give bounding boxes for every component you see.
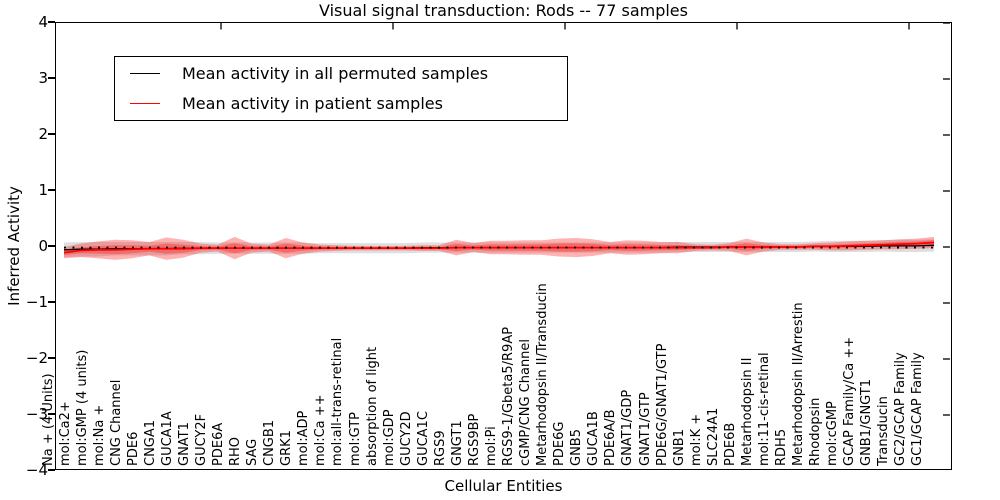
x-tick-label: Metarhodopsin II <box>739 357 755 466</box>
x-tick-label: PDE6A/B <box>603 409 619 466</box>
x-tick-label: mol:Ca2+ <box>57 401 73 466</box>
x-tick-label: GUCA1B <box>586 411 602 466</box>
x-axis-label: Cellular Entities <box>444 477 563 495</box>
x-tick-label: absorption of light <box>364 346 380 466</box>
x-tick-label: RGS9BP <box>466 413 482 466</box>
x-tick-label: GC1/GCAP Family <box>910 352 926 466</box>
x-tick-label: GNB1 <box>671 429 687 466</box>
legend: Mean activity in all permuted samples Me… <box>114 56 568 121</box>
x-tick-label: RDH5 <box>774 428 790 466</box>
legend-item-patient: Mean activity in patient samples <box>115 89 567 119</box>
x-tick-label: GUCA1A <box>159 411 175 466</box>
x-tick-label: RGS9-1/Gbeta5/R9AP <box>501 326 517 466</box>
x-tick-label: PDE6B <box>722 422 738 466</box>
x-tick-label: RGS9 <box>432 430 448 466</box>
axis-tick <box>48 357 55 359</box>
plot-area: Mean activity in all permuted samples Me… <box>55 22 952 470</box>
x-tick-label: cGMP/CNG Channel <box>518 338 534 466</box>
patient-line-swatch <box>130 103 160 104</box>
x-tick-label: Metarhodopsin II/Transducin <box>535 283 551 466</box>
x-tick-label: RHO <box>228 436 244 466</box>
y-tick-label: −3 <box>25 405 48 423</box>
x-tick-label: CNGA1 <box>142 419 158 466</box>
x-tick-label: PDE6G/GNAT1/GTP <box>654 343 670 466</box>
x-tick-label: mol:all-trans-retinal <box>330 337 346 466</box>
x-tick-label: Metarhodopsin II/Arrestin <box>791 302 807 466</box>
x-tick-label: CNG Channel <box>108 379 124 466</box>
legend-item-permuted: Mean activity in all permuted samples <box>115 59 567 89</box>
x-tick-label: PDE6G <box>552 421 568 466</box>
x-tick-label: GUCY2D <box>398 411 414 466</box>
x-tick-label: GUCY2F <box>194 413 210 466</box>
x-tick-label: Na + (4 Units) <box>40 373 56 466</box>
x-tick-label: GC2/GCAP Family <box>893 352 909 466</box>
axis-tick <box>48 469 55 471</box>
x-tick-label: mol:ADP <box>296 410 312 466</box>
x-tick-label: GNAT1/GDP <box>620 389 636 466</box>
chart-canvas <box>63 23 950 416</box>
x-tick-label: mol:GDP <box>381 409 397 466</box>
x-tick-label: GNB5 <box>569 429 585 466</box>
y-tick-label: −4 <box>25 461 48 479</box>
axis-tick <box>48 189 55 191</box>
x-tick-label: GNAT1/GTP <box>637 392 653 466</box>
chart-title: Visual signal transduction: Rods -- 77 s… <box>319 1 688 20</box>
x-tick-label: mol:K + <box>688 413 704 466</box>
y-tick-label: −2 <box>25 349 48 367</box>
y-tick-label: 0 <box>38 237 48 255</box>
x-tick-label: PDE6 <box>125 431 141 466</box>
x-tick-label: GRK1 <box>279 430 295 466</box>
y-tick-label: 3 <box>38 69 48 87</box>
x-tick-label: Transducin <box>876 396 892 466</box>
x-tick-label: mol:cGMP <box>825 401 841 466</box>
x-tick-label: CNGB1 <box>262 419 278 466</box>
x-tick-label: mol:Ca ++ <box>313 394 329 466</box>
axis-tick <box>48 133 55 135</box>
x-tick-label: PDE6A <box>211 422 227 466</box>
y-tick-label: −1 <box>25 293 48 311</box>
legend-label: Mean activity in patient samples <box>182 94 443 113</box>
x-tick-label: mol:Pi <box>484 426 500 466</box>
x-tick-label: SLC24A1 <box>705 407 721 466</box>
x-tick-label: GNAT1 <box>176 422 192 466</box>
permuted-line-swatch <box>130 73 160 74</box>
x-tick-label: GNGT1 <box>449 420 465 466</box>
axis-tick <box>48 301 55 303</box>
x-tick-label: mol:GTP <box>347 412 363 466</box>
legend-label: Mean activity in all permuted samples <box>182 64 489 83</box>
axis-tick <box>48 413 55 415</box>
y-tick-label: 4 <box>38 13 48 31</box>
x-tick-label: GCAP Family/Ca ++ <box>842 336 858 466</box>
x-tick-label: SAG <box>245 438 261 466</box>
x-tick-label: mol:GMP (4 units) <box>74 349 90 466</box>
x-tick-label: GNB1/GNGT1 <box>859 379 875 466</box>
axis-tick <box>48 77 55 79</box>
x-tick-label: mol:11-cis-retinal <box>756 352 772 466</box>
y-tick-label: 1 <box>38 181 48 199</box>
x-tick-label: mol:Na + <box>91 404 107 466</box>
x-tick-label: GUCA1C <box>415 411 431 466</box>
y-tick-label: 2 <box>38 125 48 143</box>
axis-tick <box>48 21 55 23</box>
axis-tick <box>48 245 55 247</box>
x-tick-label: Rhodopsin <box>808 397 824 466</box>
